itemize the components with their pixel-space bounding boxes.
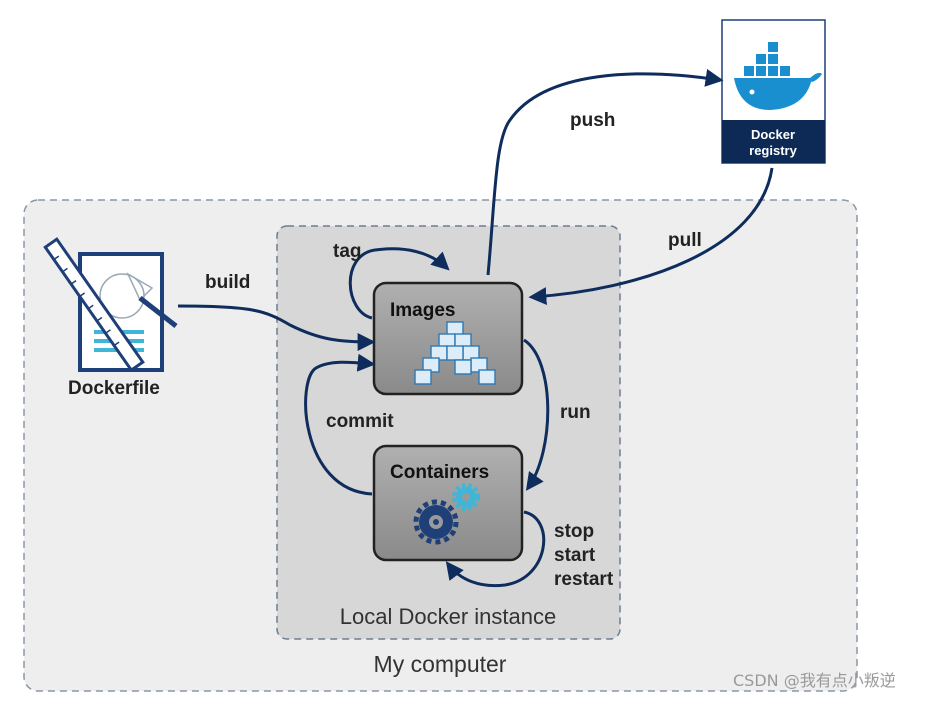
pull-label: pull	[668, 230, 702, 251]
images-node[interactable]: Images	[372, 281, 524, 396]
push-label: push	[570, 110, 615, 131]
run-label: run	[560, 402, 591, 423]
pull-arrow	[528, 167, 774, 306]
tag-arrow	[348, 247, 450, 320]
csdn-watermark: CSDN @我有点小叛逆	[733, 671, 896, 690]
commit-label: commit	[326, 411, 394, 432]
containers-node[interactable]: Containers	[372, 444, 524, 562]
containers-label: Containers	[390, 462, 489, 483]
tag-label: tag	[333, 241, 362, 262]
build-label: build	[205, 272, 250, 293]
gears-icon	[413, 483, 480, 545]
push-arrow	[486, 68, 724, 276]
dockerfile-node[interactable]: Dockerfile	[43, 237, 178, 399]
blueprint-icon	[43, 237, 178, 373]
restart-arrow	[445, 510, 546, 588]
local-docker-instance-region	[276, 225, 621, 640]
registry-label-line2: registry	[749, 143, 797, 158]
restart-label: restart	[554, 569, 614, 590]
docker-whale-icon	[734, 42, 822, 110]
docker-registry-node[interactable]: Docker registry	[721, 19, 826, 164]
images-label: Images	[390, 300, 455, 321]
run-arrow	[523, 338, 550, 491]
dockerfile-label: Dockerfile	[68, 378, 160, 399]
start-label: start	[554, 545, 596, 566]
build-arrow	[177, 304, 376, 351]
commit-arrow	[304, 353, 376, 496]
local-docker-instance-label: Local Docker instance	[340, 604, 556, 629]
registry-label-line1: Docker	[751, 127, 795, 142]
cubes-icon	[414, 321, 496, 385]
stop-label: stop	[554, 521, 594, 542]
my-computer-label: My computer	[374, 651, 507, 677]
